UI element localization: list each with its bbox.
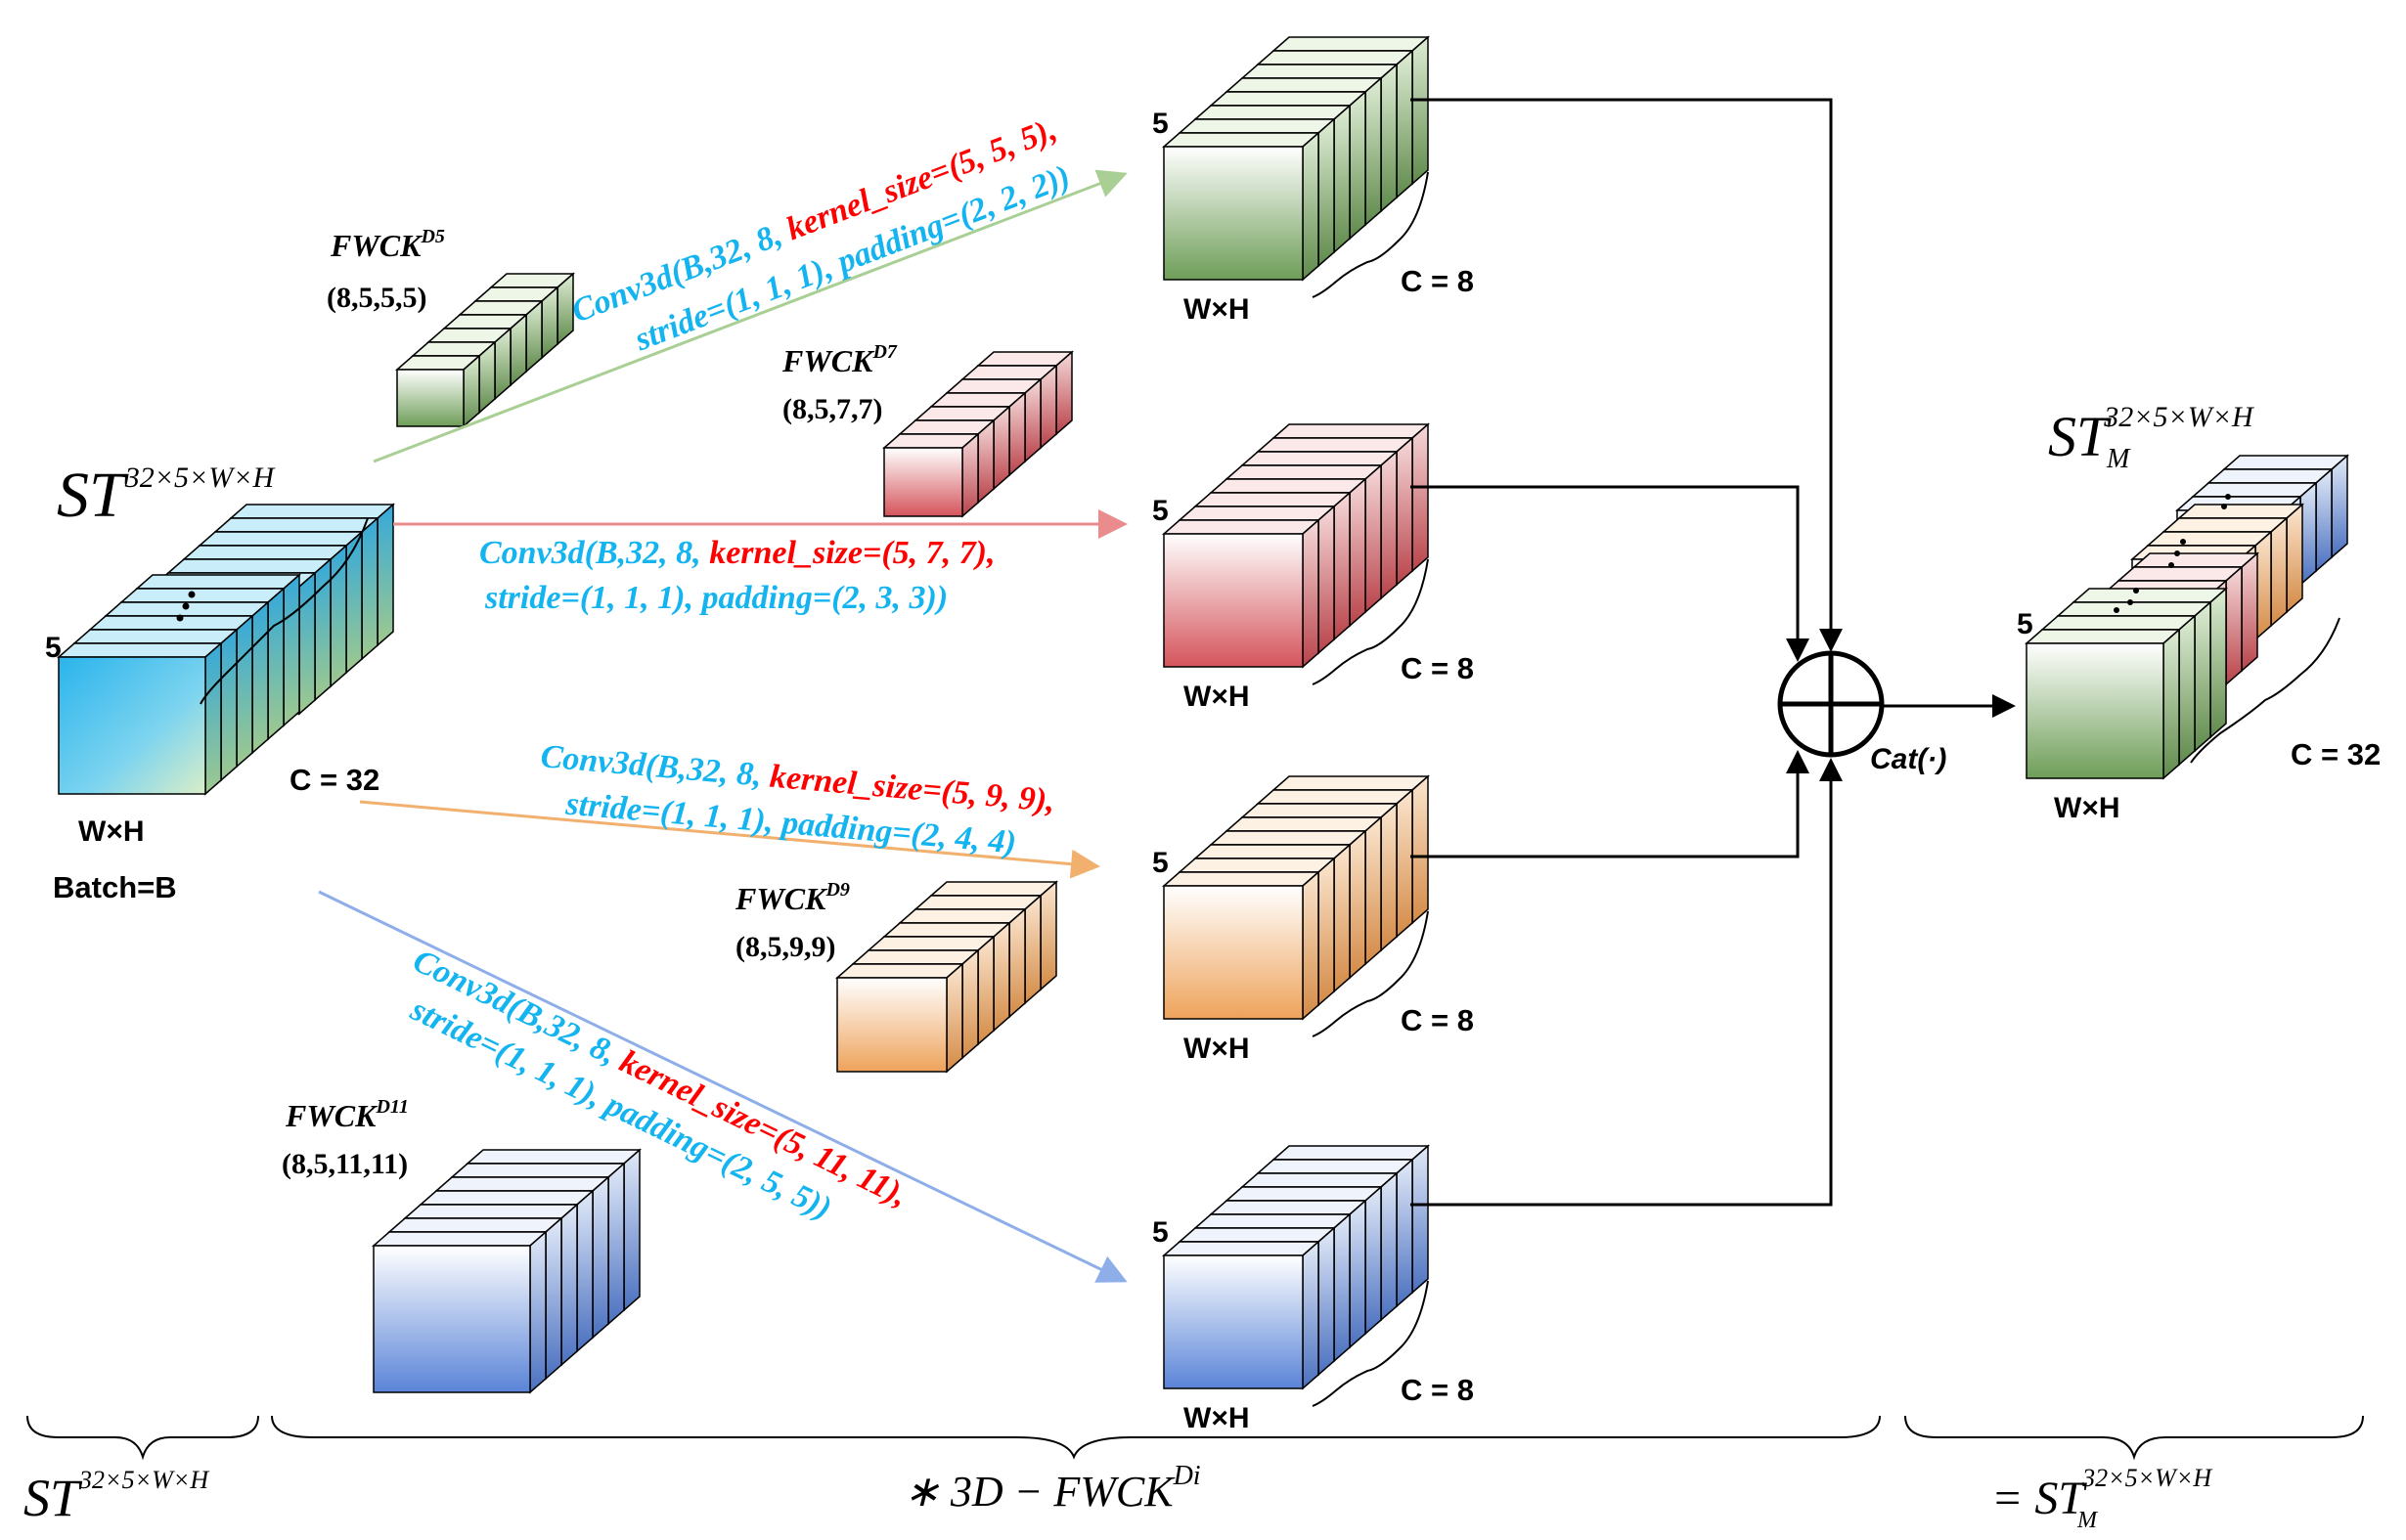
result-depth-label: 5	[2017, 608, 2033, 640]
footer-braces	[26, 1415, 2364, 1461]
ellipsis-dot	[188, 591, 196, 598]
kernel-d7	[882, 350, 1074, 518]
slab	[1162, 1240, 1320, 1390]
footer-right-term: = ST32×5×W×H	[1991, 1464, 2212, 1524]
output-wh-label: W×H	[1183, 1402, 1250, 1434]
slab	[57, 641, 223, 796]
output-channel-brace	[1312, 171, 1429, 298]
output-depth-label: 5	[1152, 1216, 1169, 1249]
kernel-d9-dims: (8,5,9,9)	[735, 931, 835, 963]
slab	[395, 354, 481, 428]
output-channel-brace	[1312, 558, 1429, 685]
conv-label-d9: Conv3d(B,32, 8, kernel_size=(5, 9, 9), s…	[539, 738, 1056, 861]
output-channel-label: C = 8	[1401, 651, 1474, 685]
result-stack-green	[2025, 587, 2228, 780]
ellipsis-dot	[2127, 599, 2133, 605]
conv-arrow-d11	[318, 890, 1128, 1283]
result-st-sub: M	[2106, 444, 2131, 474]
output-channel-label: C = 8	[1401, 1373, 1474, 1407]
input-depth-label: 5	[45, 632, 62, 664]
kernel-d11-dims: (8,5,11,11)	[282, 1148, 408, 1180]
input-tensor: ST32×5×W×H 5 W×H C = 32 Batch=B	[45, 460, 395, 904]
input-channel-label: C = 32	[290, 763, 379, 797]
concat-label: Cat(·)	[1870, 743, 1946, 775]
output-channel-label: C = 8	[1401, 1003, 1474, 1037]
svg-text:Conv3d(B,32, 8, kernel_size=(5: Conv3d(B,32, 8, kernel_size=(5, 7, 7),	[479, 535, 995, 571]
output-tensor-d11	[1162, 1144, 1430, 1407]
output-channel-brace	[1312, 910, 1429, 1037]
result-tensor: ST32×5×W×H M 5 W×H C = 32	[2017, 401, 2381, 824]
conv-arrow-d9	[359, 800, 1100, 879]
ellipsis-dot	[2133, 588, 2139, 594]
concat-connectors	[1410, 98, 2016, 1207]
output-tensor-d9	[1162, 774, 1430, 1037]
footer-left-term: ST32×5×W×H	[23, 1466, 209, 1527]
result-wh-label: W×H	[2054, 792, 2120, 824]
result-channel-label: C = 32	[2291, 737, 2381, 771]
input-channel-brace	[200, 517, 369, 705]
conv-label-d5: Conv3d(B,32, 8, kernel_size=(5, 5, 5), s…	[567, 111, 1076, 359]
svg-text:stride=(1, 1, 1), padding=(2,: stride=(1, 1, 1), padding=(2, 3, 3))	[484, 580, 948, 616]
concat-operator	[1777, 650, 1885, 758]
ellipsis-dot	[2225, 494, 2231, 500]
slab	[1162, 518, 1320, 669]
slab	[2025, 628, 2181, 780]
output-tensor-d7	[1162, 422, 1430, 685]
footer-mid-term: ∗ 3D − FWCKDi	[904, 1461, 1201, 1516]
result-st-label: ST32×5×W×H	[2048, 401, 2255, 468]
slab	[882, 432, 980, 518]
kernel-d5	[395, 272, 575, 428]
ellipsis-dot	[182, 602, 190, 610]
output-wh-label: W×H	[1183, 681, 1250, 713]
output-depth-label: 5	[1152, 847, 1169, 879]
kernel-d7-name: FWCKD7	[781, 341, 898, 378]
result-channel-brace	[2190, 617, 2340, 764]
footer-right-sub: M	[2076, 1508, 2099, 1533]
output-depth-label: 5	[1152, 108, 1169, 140]
kernel-d9	[835, 880, 1058, 1074]
kernel-d5-dims: (8,5,5,5)	[327, 282, 426, 314]
output-tensor-d5	[1162, 35, 1430, 298]
kernel-d9-name: FWCKD9	[735, 879, 850, 916]
conv-arrow-d5	[373, 169, 1128, 463]
input-wh-label: W×H	[78, 815, 145, 848]
ellipsis-dot	[2114, 607, 2119, 613]
conv-label-d7: Conv3d(B,32, 8, kernel_size=(5, 7, 7), s…	[479, 535, 995, 616]
kernel-d11	[372, 1148, 642, 1394]
batch-label: Batch=B	[53, 870, 177, 904]
slab	[372, 1230, 548, 1394]
output-depth-label: 5	[1152, 495, 1169, 527]
output-wh-label: W×H	[1183, 1033, 1250, 1065]
output-channel-label: C = 8	[1401, 264, 1474, 298]
ellipsis-dot	[2180, 539, 2186, 545]
ellipsis-dot	[2168, 562, 2174, 568]
ellipsis-dot	[176, 614, 184, 622]
output-wh-label: W×H	[1183, 293, 1250, 326]
input-st-label: ST32×5×W×H	[57, 460, 276, 531]
input-stack-front	[57, 573, 301, 796]
slab	[1162, 870, 1320, 1021]
ellipsis-dot	[2174, 550, 2180, 556]
kernel-d7-dims: (8,5,7,7)	[782, 393, 882, 425]
output-channel-brace	[1312, 1280, 1429, 1407]
kernel-d11-name: FWCKD11	[285, 1096, 409, 1133]
kernel-d5-name: FWCKD5	[330, 226, 445, 263]
slab	[1162, 131, 1320, 282]
ellipsis-dot	[2221, 504, 2227, 509]
slab	[835, 962, 964, 1074]
